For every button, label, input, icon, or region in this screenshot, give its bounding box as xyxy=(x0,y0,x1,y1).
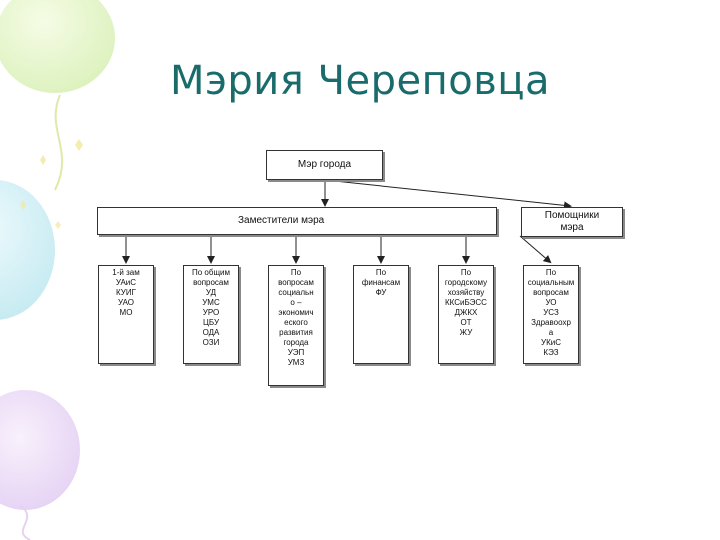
deputies-box: Заместители мэра xyxy=(97,207,497,235)
department-box-socio-economic: По вопросам социальн о – экономич еского… xyxy=(268,265,324,386)
mayor-box: Мэр города xyxy=(266,150,383,180)
connector-head-to-assistants xyxy=(324,179,572,210)
department-box-general-affairs: По общим вопросам УД УМС УРО ЦБУ ОДА ОЗИ xyxy=(183,265,239,364)
assistants-box: Помощники мэра xyxy=(521,207,623,237)
slide-title: Мэрия Череповца xyxy=(169,58,551,104)
department-box-city-economy: По городскому хозяйству ККСиБЭСС ДЖКХ ОТ… xyxy=(438,265,494,364)
department-box-finance: По финансам ФУ xyxy=(353,265,409,364)
department-box-social-affairs: По социальным вопросам УО УСЗ Здравоохр … xyxy=(523,265,579,364)
connector-to-dept-6 xyxy=(519,235,552,264)
department-box-first-deputy: 1-й зам УАиС КУИГ УАО МО xyxy=(98,265,154,364)
